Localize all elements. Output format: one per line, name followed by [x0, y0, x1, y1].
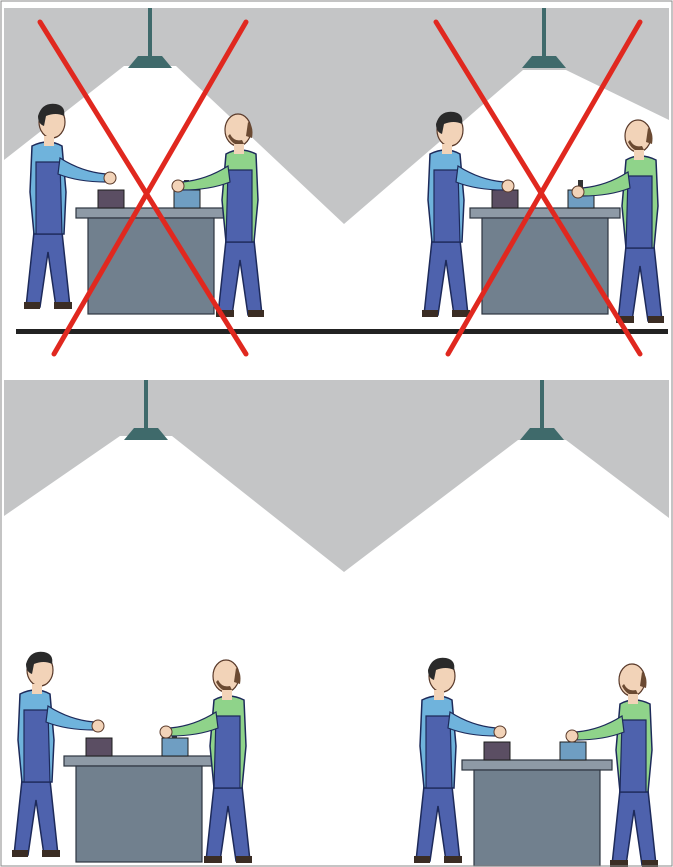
workbench-icon — [462, 732, 612, 866]
panel-divider — [0, 366, 673, 380]
top-panel — [4, 8, 669, 354]
shadow-region — [4, 380, 669, 572]
bottom-panel — [4, 380, 669, 867]
floor-line — [16, 329, 668, 334]
workbench-icon — [64, 728, 214, 862]
